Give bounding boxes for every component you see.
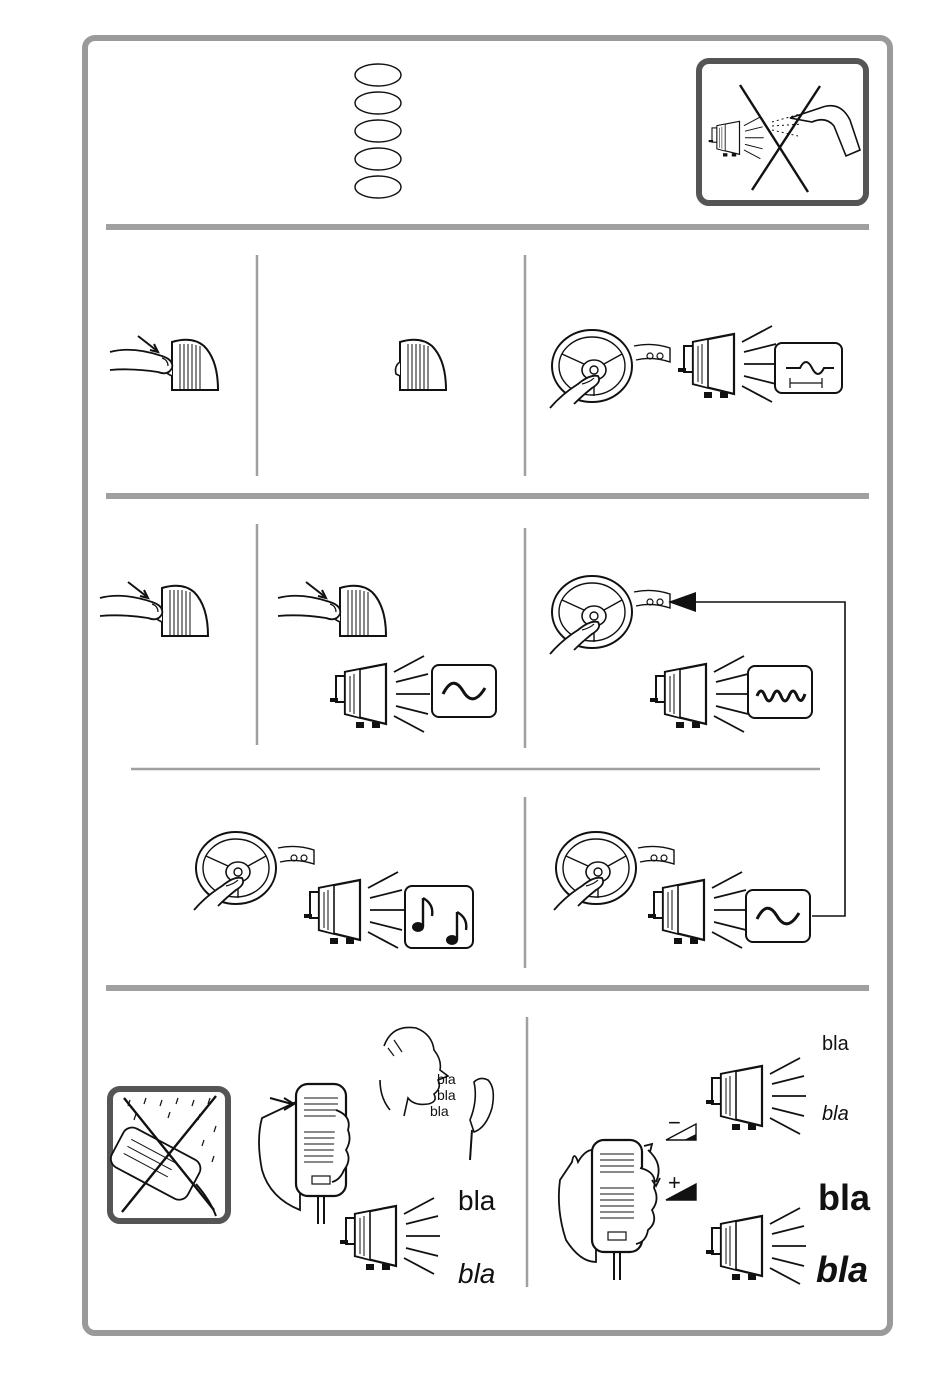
language-oval[interactable] — [355, 148, 401, 170]
speech-output-text: bla — [458, 1258, 495, 1289]
language-oval[interactable] — [355, 64, 401, 86]
language-oval[interactable] — [355, 120, 401, 142]
short-wail-tone-icon — [775, 343, 842, 393]
language-oval[interactable] — [355, 92, 401, 114]
volume-minus-label: − — [668, 1110, 681, 1135]
speech-output-text: bla — [822, 1103, 849, 1125]
volume-plus-label: + — [668, 1170, 681, 1195]
speech-text: bla — [437, 1071, 456, 1087]
fast-yelp-tone-icon — [748, 666, 812, 718]
speech-text: bla — [437, 1087, 456, 1103]
speech-output-text: bla — [822, 1033, 850, 1055]
speech-output-text: bla — [458, 1185, 496, 1216]
speech-output-text: bla — [816, 1249, 868, 1290]
microphone-rain-prohibited-icon — [107, 1089, 228, 1221]
speech-output-text: bla — [818, 1177, 871, 1218]
slow-wail-tone-icon — [432, 665, 496, 717]
slow-wail-tone-icon — [746, 890, 810, 942]
speech-text: bla — [430, 1103, 449, 1119]
pressure-washer-prohibited-icon — [699, 61, 866, 203]
language-oval[interactable] — [355, 176, 401, 198]
melody-tone-icon — [405, 886, 473, 948]
